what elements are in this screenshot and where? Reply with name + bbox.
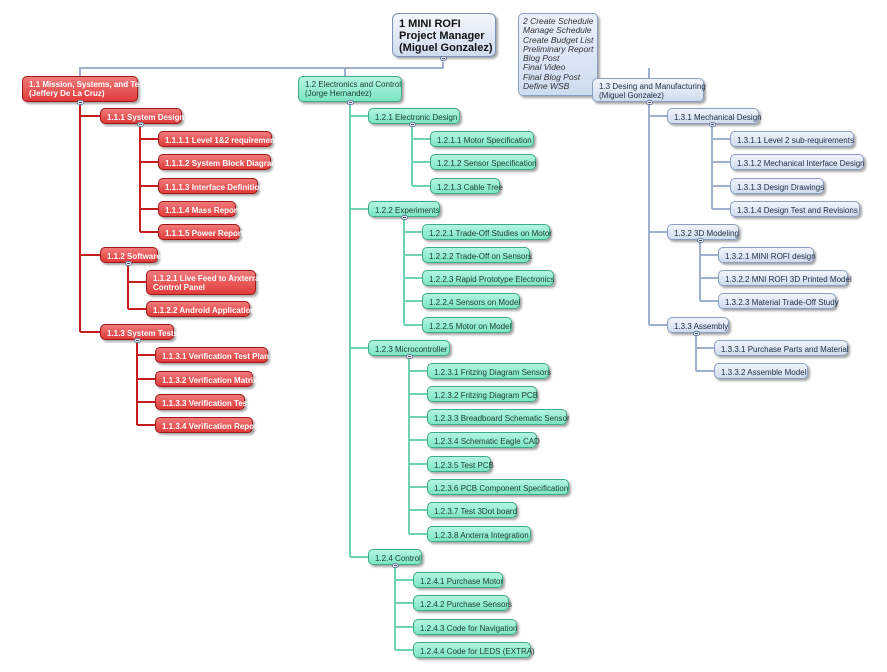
node-1-1-1-3[interactable]: 1.1.1.3 Interface Definition	[158, 178, 264, 194]
node-1-1-1-4[interactable]: 1.1.1.4 Mass Report	[158, 201, 240, 217]
node-1-2-4-2[interactable]: 1.2.4.2 Purchase Sensors	[413, 595, 512, 611]
collapse-toggle[interactable]	[125, 261, 132, 266]
note-line: Final Video	[523, 62, 566, 73]
collapse-toggle[interactable]	[134, 338, 141, 343]
node-1-3-2-2[interactable]: 1.3.2.2 MNI ROFI 3D Printed Model	[718, 270, 852, 286]
note-line: Create Budget List	[523, 34, 594, 45]
branch-title: 1.1 Mission, Systems, and Test	[29, 80, 147, 89]
node-1-2-3-8[interactable]: 1.2.3.8 Arxterra Integration	[427, 526, 531, 542]
node-1-2-3-2[interactable]: 1.2.3.2 Fritzing Diagram PCB	[427, 386, 538, 402]
node-1-1-1-2[interactable]: 1.1.1.2 System Block Diagram	[158, 154, 278, 170]
node-1-2-3-5[interactable]: 1.2.3.5 Test PCB	[427, 456, 494, 472]
node-1-2-1-1[interactable]: 1.2.1.1 Motor Specification	[430, 131, 534, 147]
root-collapse-toggle[interactable]	[440, 56, 447, 61]
root-node-project-manager[interactable]: 1 MINI ROFI Project Manager (Miguel Gonz…	[392, 13, 496, 57]
node-1-2-4-1[interactable]: 1.2.4.1 Purchase Motor	[413, 572, 503, 588]
node-1-2-3-4[interactable]: 1.2.3.4 Schematic Eagle CAD	[427, 432, 540, 448]
node-1-2-3-1[interactable]: 1.2.3.1 Fritzing Diagram Sensors	[427, 363, 551, 379]
note-line: Define WSB	[523, 81, 570, 92]
node-label: 1.1.2.1 Live Feed to Arxterra	[153, 274, 260, 283]
collapse-toggle[interactable]	[409, 122, 416, 127]
node-1-2-3-6[interactable]: 1.2.3.6 PCB Component Specification	[427, 479, 569, 495]
root-person: (Miguel Gonzalez)	[399, 42, 493, 54]
collapse-toggle[interactable]	[137, 122, 144, 127]
collapse-toggle[interactable]	[697, 238, 704, 243]
collapse-toggle[interactable]	[77, 100, 84, 105]
node-label: Control Panel	[153, 283, 206, 292]
collapse-toggle[interactable]	[693, 331, 700, 336]
node-1-1-3-4[interactable]: 1.1.3.4 Verification Report	[155, 417, 260, 433]
project-manager-note: 2 Create Schedule Manage Schedule Create…	[518, 13, 598, 96]
node-1-3-3-2[interactable]: 1.3.3.2 Assemble Model	[714, 363, 808, 379]
branch-owner: (Jeffery De La Cruz)	[29, 89, 105, 98]
collapse-toggle[interactable]	[406, 354, 413, 359]
root-role: Project Manager	[399, 30, 485, 42]
note-line: Manage Schedule	[523, 25, 592, 36]
branch-node-1-1[interactable]: 1.1 Mission, Systems, and Test (Jeffery …	[22, 76, 147, 102]
branch-title: 1.2 Electronics and Control	[305, 80, 402, 89]
node-1-2-2-2[interactable]: 1.2.2.2 Trade-Off on Sensors	[422, 247, 532, 263]
collapse-toggle[interactable]	[401, 215, 408, 220]
node-1-1-3-1[interactable]: 1.1.3.1 Verification Test Plan	[155, 347, 269, 363]
branch-owner: (Miguel Gonzalez)	[599, 91, 664, 100]
collapse-toggle[interactable]	[347, 100, 354, 105]
node-1-1-3-3[interactable]: 1.1.3.3 Verification Test	[155, 394, 250, 410]
collapse-toggle[interactable]	[646, 100, 653, 105]
branch-node-1-3[interactable]: 1.3 Desing and Manufacturing (Miguel Gon…	[592, 78, 706, 102]
node-1-3-1-3[interactable]: 1.3.1.3 Design Drawings	[730, 178, 824, 194]
collapse-toggle[interactable]	[392, 563, 399, 568]
node-1-2-1-2[interactable]: 1.2.1.2 Sensor Specification	[430, 154, 537, 170]
node-1-2-4-3[interactable]: 1.2.4.3 Code for Navigation	[413, 619, 517, 635]
note-line: Blog Post	[523, 53, 560, 64]
node-1-2-4-4[interactable]: 1.2.4.4 Code for LEDS (EXTRA)	[413, 642, 535, 658]
branch-title: 1.3 Desing and Manufacturing	[599, 82, 706, 91]
node-1-2-2-1[interactable]: 1.2.2.1 Trade-Off Studies on Motor	[422, 224, 552, 240]
note-line: 2 Create Schedule	[523, 16, 594, 26]
node-1-1-2-2[interactable]: 1.1.2.2 Android Application	[146, 301, 256, 317]
node-1-2-2-5[interactable]: 1.2.2.5 Motor on Model	[422, 317, 512, 333]
node-1-1-1-1[interactable]: 1.1.1.1 Level 1&2 requirements	[158, 131, 282, 147]
collapse-toggle[interactable]	[709, 122, 716, 127]
node-1-1-3-2[interactable]: 1.1.3.2 Verification Matrix	[155, 371, 258, 387]
node-1-2-2-3[interactable]: 1.2.2.3 Rapid Prototype Electronics	[422, 270, 554, 286]
node-1-3-1-2[interactable]: 1.3.1.2 Mechanical Interface Design	[730, 154, 865, 170]
node-1-2-3-3[interactable]: 1.2.3.3 Breadboard Schematic Sensor	[427, 409, 570, 425]
root-title: 1 MINI ROFI	[399, 18, 461, 30]
branch-node-1-2[interactable]: 1.2 Electronics and Control (Jorge Herna…	[298, 76, 402, 102]
node-1-3-3-1[interactable]: 1.3.3.1 Purchase Parts and Material	[714, 340, 849, 356]
node-1-1-2-1[interactable]: 1.1.2.1 Live Feed to Arxterra Control Pa…	[146, 270, 260, 295]
branch-owner: (Jorge Hernandez)	[305, 89, 372, 98]
node-1-2-1-3[interactable]: 1.2.1.3 Cable Tree	[430, 178, 503, 194]
node-1-2-2-4[interactable]: 1.2.2.4 Sensors on Model	[422, 293, 520, 309]
node-1-3-2-3[interactable]: 1.3.2.3 Material Trade-Off Study	[718, 293, 839, 309]
node-1-3-1-1[interactable]: 1.3.1.1 Level 2 sub-requirements	[730, 131, 854, 147]
node-1-2-3-7[interactable]: 1.2.3.7 Test 3Dot board	[427, 502, 517, 518]
node-1-3-1-4[interactable]: 1.3.1.4 Design Test and Revisions	[730, 201, 860, 217]
note-line: Final Blog Post	[523, 71, 581, 82]
node-1-3-2-1[interactable]: 1.3.2.1 MINI ROFI design	[718, 247, 816, 263]
note-line: Preliminary Report	[523, 43, 594, 54]
node-1-1-1-5[interactable]: 1.1.1.5 Power Report	[158, 224, 244, 240]
